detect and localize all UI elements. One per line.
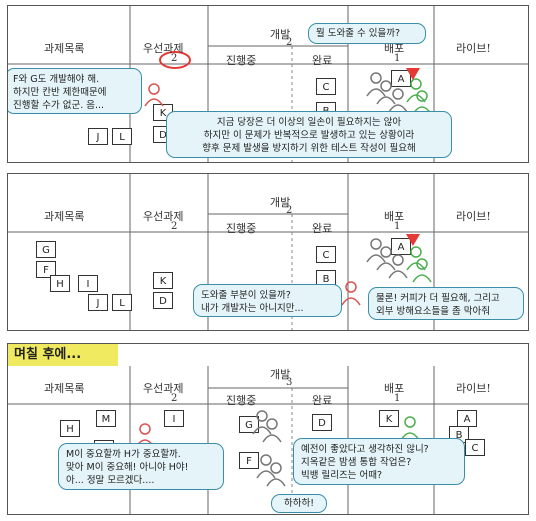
- deploy-limit: 1: [394, 53, 401, 64]
- card-j[interactable]: J: [88, 294, 108, 311]
- col-backlog-header: 과제목록: [44, 42, 85, 55]
- col-dev-header: 개발: [270, 196, 291, 209]
- person-gray-icon: [376, 246, 396, 271]
- card-k[interactable]: K: [379, 410, 399, 427]
- col-in-progress-header: 진행중: [226, 222, 257, 235]
- limit-highlight-circle: [159, 51, 191, 69]
- priority-limit: 2: [171, 221, 178, 232]
- col-in-progress-header: 진행중: [226, 54, 257, 67]
- card-h[interactable]: H: [60, 420, 80, 437]
- bubble-offer-help: 뭘 도와줄 수 있을까?: [308, 23, 426, 44]
- person-gray-icon: [388, 88, 408, 113]
- person-gray-icon: [266, 462, 286, 487]
- card-k[interactable]: K: [153, 272, 173, 289]
- panel-3: 며칠 후에... 과제목록 우선과제 2 개발 3 진행중 완료 배포 1 라이…: [7, 343, 529, 515]
- col-dev-header: 개발: [270, 368, 291, 381]
- col-live-header: 라이브!: [456, 382, 491, 395]
- card-h[interactable]: H: [50, 275, 70, 292]
- bubble-laugh: 하하하!: [271, 494, 327, 513]
- person-gray-icon: [376, 80, 396, 105]
- dev-limit: 2: [286, 205, 293, 216]
- card-a[interactable]: A: [391, 70, 411, 87]
- card-l[interactable]: L: [112, 294, 132, 311]
- col-deploy-header: 배포: [384, 42, 405, 55]
- person-green-icon: [400, 416, 420, 441]
- person-green-icon: [406, 78, 426, 103]
- person-green-icon: [412, 258, 432, 283]
- col-priority-header: 우선과제: [143, 210, 184, 223]
- dev-limit: 3: [286, 377, 293, 388]
- priority-limit: 2: [171, 393, 178, 404]
- card-d[interactable]: D: [312, 414, 332, 431]
- col-live-header: 라이브!: [456, 42, 491, 55]
- bubble-team-reply: 지금 당장은 더 이상의 일손이 필요하지는 않아 하지만 이 문제가 반복적으…: [166, 111, 452, 158]
- priority-limit: 2: [171, 53, 178, 64]
- panel2-figures: [341, 234, 432, 306]
- card-c[interactable]: C: [316, 78, 336, 95]
- card-c[interactable]: C: [465, 439, 485, 456]
- col-priority-header: 우선과제: [143, 382, 184, 395]
- col-backlog-header: 과제목록: [44, 210, 85, 223]
- time-skip-banner: 며칠 후에...: [8, 344, 118, 366]
- card-g[interactable]: G: [239, 416, 259, 433]
- bubble-team-reply: 물론! 커피가 더 필요해, 그리고 외부 방해요소들을 좀 막아줘: [368, 287, 524, 320]
- col-backlog-header: 과제목록: [44, 382, 85, 395]
- col-done-header: 완료: [312, 54, 333, 67]
- card-f[interactable]: F: [36, 261, 56, 278]
- col-deploy-header: 배포: [384, 382, 405, 395]
- person-gray-icon: [366, 238, 386, 263]
- board-lines: [8, 174, 528, 330]
- deploy-limit: 1: [394, 393, 401, 404]
- card-m[interactable]: M: [96, 410, 116, 427]
- card-f[interactable]: F: [239, 452, 259, 469]
- bubble-team-question: 예전이 좋았다고 생각하진 않니? 지옥같은 밤샘 통합 작업은? 빅뱅 릴리즈…: [293, 438, 465, 485]
- col-dev-header: 개발: [270, 28, 291, 41]
- col-priority-header: 우선과제: [143, 42, 184, 55]
- bubble-developer-offer: 도와줄 부분이 있을까? 내가 개발자는 아니지만...: [193, 284, 342, 317]
- flag-red-icon: [406, 234, 420, 246]
- person-gray-icon: [366, 72, 386, 97]
- flag-red-icon: [406, 68, 420, 80]
- card-a[interactable]: A: [391, 238, 411, 255]
- card-i[interactable]: I: [164, 410, 184, 427]
- person-red-icon: [144, 83, 164, 107]
- person-gray-icon: [252, 410, 272, 435]
- card-c[interactable]: C: [316, 246, 336, 263]
- person-green-icon: [406, 246, 426, 271]
- person-gray-icon: [262, 418, 282, 443]
- dev-limit: 2: [286, 37, 293, 48]
- col-in-progress-header: 진행중: [226, 394, 257, 407]
- col-live-header: 라이브!: [456, 210, 491, 223]
- col-done-header: 완료: [312, 222, 333, 235]
- card-d[interactable]: D: [153, 292, 173, 309]
- card-j[interactable]: J: [88, 128, 108, 145]
- person-gray-icon: [388, 254, 408, 279]
- panel-1: 과제목록 우선과제 2 개발 2 진행중 완료 배포 1 라이브! K D J …: [7, 5, 529, 163]
- col-deploy-header: 배포: [384, 210, 405, 223]
- deploy-limit: 1: [394, 221, 401, 232]
- person-red-icon: [341, 281, 361, 306]
- panel-2: 과제목록 우선과제 2 개발 2 진행중 완료 배포 1 라이브! G F H …: [7, 173, 529, 331]
- col-done-header: 완료: [312, 394, 333, 407]
- card-g[interactable]: G: [36, 241, 56, 258]
- panel1-figures: [144, 68, 432, 115]
- bubble-developer-dilemma: M이 중요할까 H가 중요할까. 맞아 M이 중요해! 아니야 H야! 아...…: [58, 443, 224, 490]
- person-gray-icon: [256, 454, 276, 479]
- card-l[interactable]: L: [112, 128, 132, 145]
- card-i[interactable]: I: [78, 275, 98, 292]
- bubble-developer-thought: F와 G도 개발해야 해. 하지만 칸반 제한때문에 진행할 수가 없군. 음.…: [8, 68, 142, 114]
